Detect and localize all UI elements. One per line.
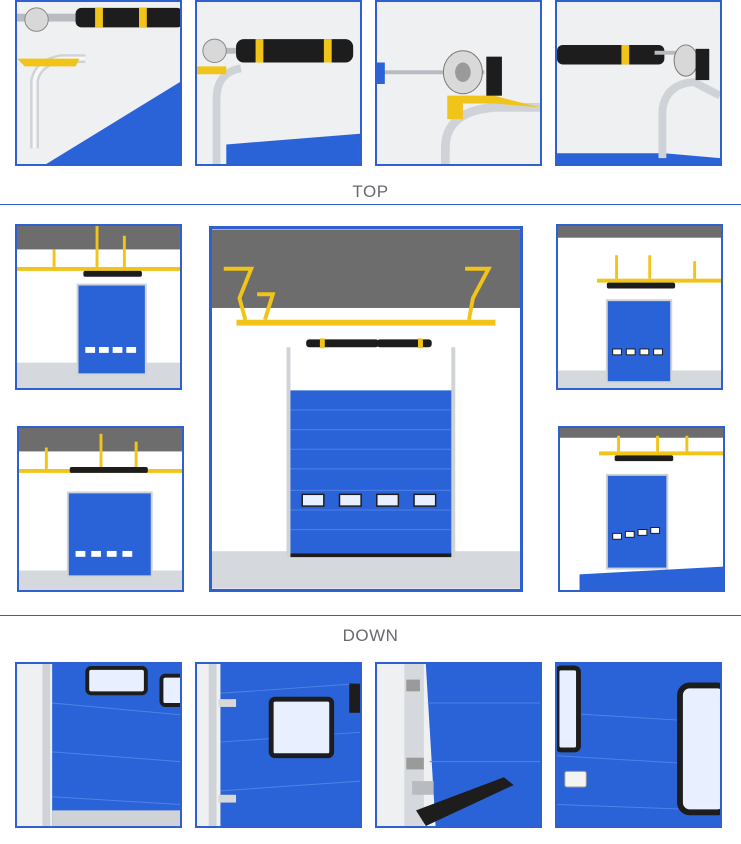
- down-detail-hinge-window: [195, 662, 362, 828]
- down-detail-window-lock: [555, 662, 722, 828]
- down-detail-window-track: [15, 662, 182, 828]
- sectional-door-icon: [19, 428, 182, 590]
- section-divider-down: [0, 615, 741, 616]
- sectional-door-icon: [212, 229, 520, 589]
- door-lock-icon: [557, 664, 720, 826]
- door-view-center: [209, 226, 523, 592]
- door-view-left-upper: [15, 224, 182, 390]
- sectional-door-icon: [560, 428, 723, 590]
- cable-drum-icon: [377, 2, 540, 164]
- top-detail-cable-drum: [375, 0, 542, 166]
- sectional-door-icon: [17, 226, 180, 388]
- door-view-right-upper: [556, 224, 723, 390]
- sectional-door-icon: [558, 226, 721, 388]
- top-detail-spring-drum: [195, 0, 362, 166]
- torsion-spring-icon: [197, 2, 360, 164]
- section-divider-top: [0, 204, 741, 205]
- section-title-top: TOP: [352, 182, 389, 201]
- top-detail-spring-bracket-left: [15, 0, 182, 166]
- door-view-left-lower: [17, 426, 184, 592]
- torsion-spring-icon: [557, 2, 720, 164]
- roller-icon: [377, 664, 540, 826]
- down-detail-bottom-roller: [375, 662, 542, 828]
- torsion-spring-icon: [17, 2, 180, 164]
- top-detail-spring-bracket-right: [555, 0, 722, 166]
- door-window-icon: [17, 664, 180, 826]
- section-title-down: DOWN: [342, 626, 399, 645]
- door-view-right-lower: [558, 426, 725, 592]
- door-hinge-icon: [197, 664, 360, 826]
